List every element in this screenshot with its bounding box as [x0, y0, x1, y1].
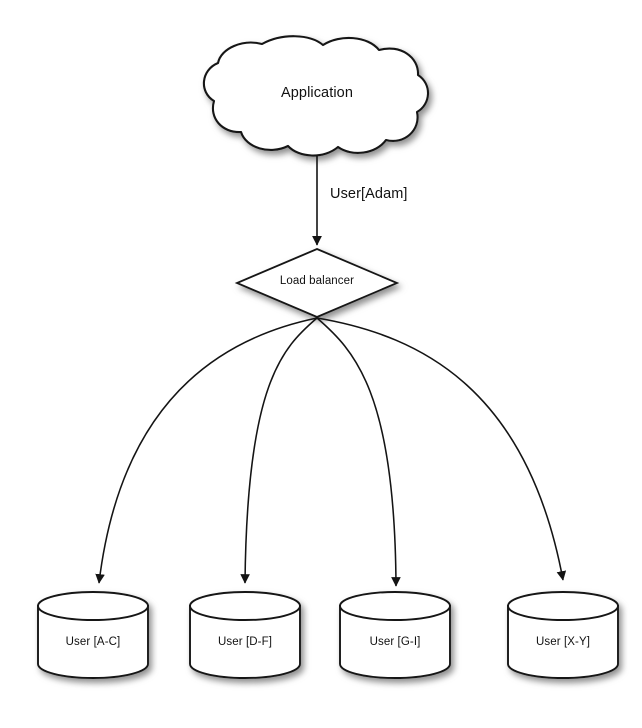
cylinder-top	[37, 591, 149, 621]
cloud-shape	[202, 35, 430, 157]
edge-to-db-2	[316, 317, 401, 587]
cylinder-body	[37, 605, 149, 679]
diamond-shape	[234, 248, 400, 318]
cylinder-body	[189, 605, 301, 679]
edge-to-db-0	[95, 317, 318, 584]
cylinder-body	[339, 605, 451, 679]
edge-group-load-balancer-to-databases	[95, 317, 567, 587]
cylinder-body	[507, 605, 619, 679]
node-load-balancer[interactable]	[234, 248, 400, 318]
node-application[interactable]	[202, 35, 430, 157]
cylinder-top	[189, 591, 301, 621]
cylinder-top	[507, 591, 619, 621]
node-database-3[interactable]	[507, 591, 619, 679]
node-database-2[interactable]	[339, 591, 451, 679]
edge-to-db-3	[316, 317, 567, 581]
node-database-1[interactable]	[189, 591, 301, 679]
cylinder-top	[339, 591, 451, 621]
edge-to-db-1	[240, 317, 318, 584]
node-database-0[interactable]	[37, 591, 149, 679]
